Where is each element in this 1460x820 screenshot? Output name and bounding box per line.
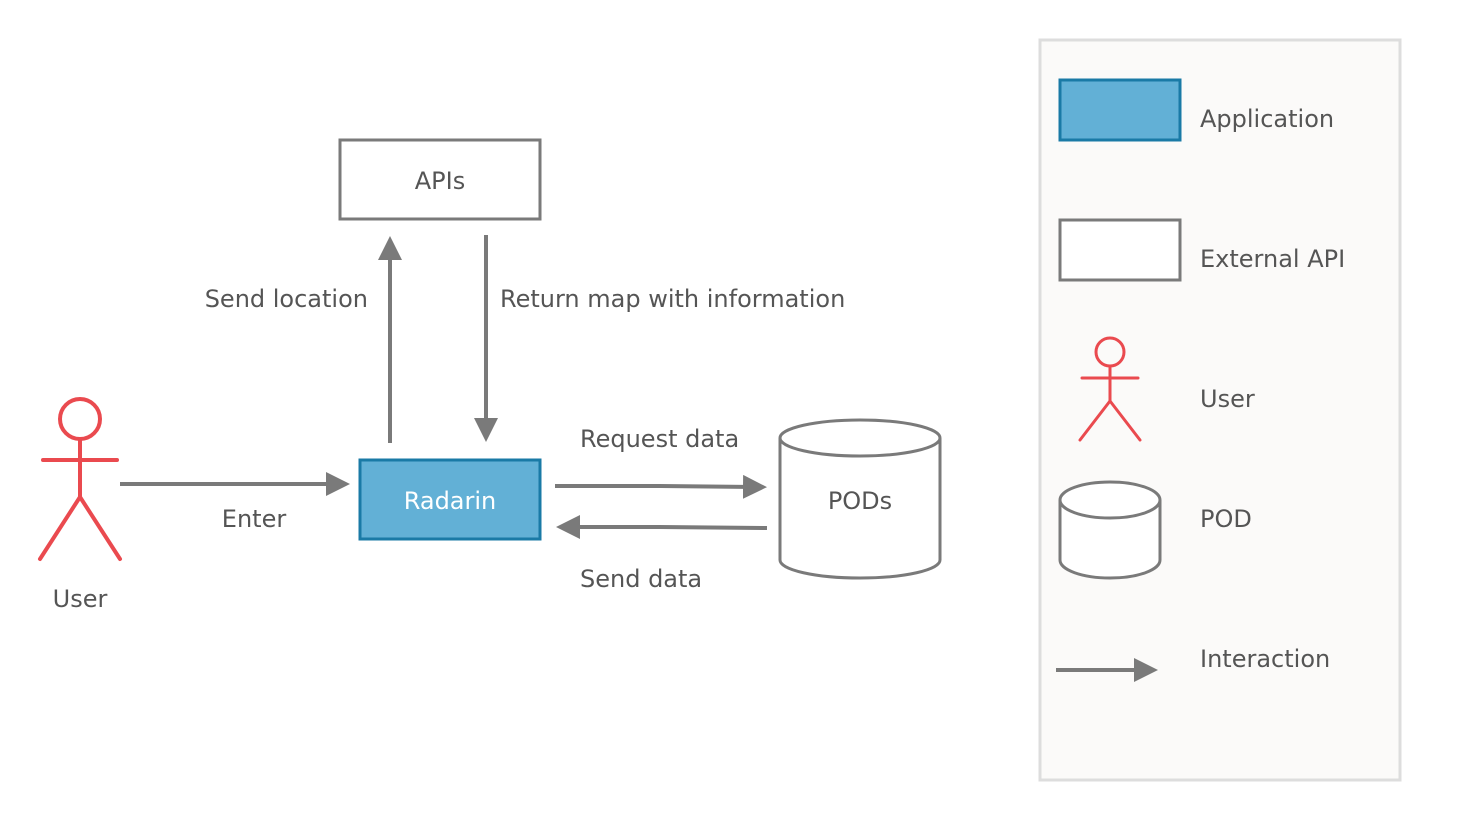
- send-data-label: Send data: [580, 565, 702, 593]
- send-data-arrow: [556, 515, 768, 539]
- radarin-label: Radarin: [404, 487, 497, 515]
- return-map-label: Return map with information: [500, 285, 845, 313]
- request-data-label: Request data: [580, 425, 739, 453]
- legend-external-api-swatch: [1058, 218, 1182, 282]
- legend-external-api-label: External API: [1200, 245, 1345, 273]
- legend-application-label: Application: [1200, 105, 1334, 133]
- legend-panel: [1038, 38, 1402, 782]
- user-label: User: [53, 585, 108, 613]
- request-data-arrow: [555, 474, 767, 499]
- legend-pod-label: POD: [1200, 505, 1252, 533]
- apis-label: APIs: [415, 167, 465, 195]
- legend-user-label: User: [1200, 385, 1255, 413]
- send-location-label: Send location: [205, 285, 368, 313]
- enter-label: Enter: [222, 505, 287, 533]
- legend-interaction-label: Interaction: [1200, 645, 1330, 673]
- legend-pod-cylinder-icon: [1058, 480, 1162, 580]
- pods-label: PODs: [828, 487, 892, 515]
- radarin-node: Radarin: [358, 458, 542, 541]
- pods-cylinder-icon: [778, 418, 942, 580]
- user-actor-icon: [38, 397, 122, 561]
- legend-user-icon: [1078, 336, 1142, 442]
- apis-node: APIs: [338, 138, 542, 221]
- legend-application-swatch: [1058, 78, 1182, 142]
